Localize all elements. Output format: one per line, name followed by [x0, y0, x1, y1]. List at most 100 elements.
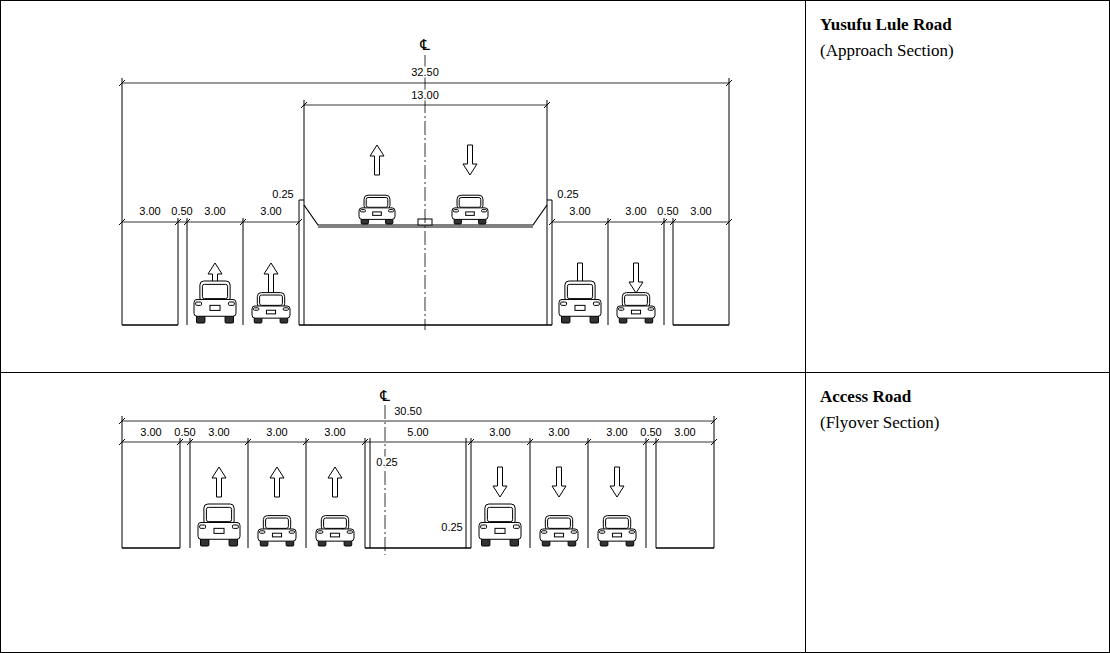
direction-arrow: [493, 467, 507, 497]
dimension-tick: [711, 439, 717, 445]
dimension-tick: [726, 80, 732, 86]
section-line: [304, 100, 305, 325]
section-line: [365, 438, 366, 548]
direction-arrow: [552, 467, 566, 497]
dimension-tick: [303, 439, 309, 445]
car-body: [617, 306, 655, 318]
car-window: [206, 507, 231, 521]
centerline: [385, 405, 386, 555]
dimension-label: 0.25: [271, 189, 294, 200]
car-lamp: [254, 308, 259, 310]
dimension-tick: [119, 439, 125, 445]
car-body: [258, 529, 296, 541]
dimension-label: 3.00: [139, 427, 162, 438]
dimension-tick: [240, 219, 246, 225]
car-lamp: [200, 525, 206, 528]
car-roof: [200, 281, 230, 302]
dimension-tick: [119, 418, 125, 424]
car-lamp: [389, 210, 394, 212]
wall-top: [547, 200, 552, 201]
direction-arrow: [463, 145, 477, 175]
car-window: [548, 518, 571, 528]
car-window: [625, 295, 648, 305]
car-lamp: [648, 308, 653, 310]
dimension-tick: [119, 80, 125, 86]
car-body: [540, 529, 578, 541]
car-lamp: [196, 302, 202, 305]
car-plate: [612, 533, 621, 537]
section-line: [299, 200, 300, 325]
dimension-tick: [301, 102, 307, 108]
dimension-tick: [184, 219, 190, 225]
car-icon: [598, 516, 636, 546]
dimension-tick: [468, 439, 474, 445]
car-body: [452, 208, 488, 220]
dimension-tick: [585, 439, 591, 445]
section-type: (Flyover Section): [820, 414, 939, 431]
car-icon: [559, 281, 601, 323]
section-line: [178, 218, 179, 325]
dimension-line: [122, 222, 299, 223]
car-window: [366, 198, 388, 208]
car-plate: [373, 212, 382, 215]
dimension-tick: [661, 219, 667, 225]
car-plate: [495, 528, 505, 533]
car-lamp: [619, 308, 624, 310]
car-lamp: [482, 210, 487, 212]
dimension-label: 3.00: [265, 427, 288, 438]
direction-arrow: [370, 145, 384, 175]
section-line: [306, 438, 307, 548]
table-row-line: [0, 372, 1110, 373]
table-column-line: [805, 0, 806, 653]
dimension-tick: [175, 219, 181, 225]
ground-line: [547, 324, 552, 326]
section-line: [646, 438, 647, 548]
car-icon: [198, 504, 240, 546]
section-line: [122, 416, 123, 548]
dimension-tick: [711, 418, 717, 424]
dimension-tick: [362, 439, 368, 445]
deck-slab: [318, 227, 533, 228]
section-line: [122, 78, 123, 325]
dimension-line: [304, 105, 547, 106]
section-line: [729, 78, 730, 325]
section-line: [471, 438, 472, 548]
direction-arrow: [270, 467, 284, 497]
section-type: (Approach Section): [820, 42, 954, 59]
flyover-deck: [304, 205, 547, 225]
dimension-label: 3.00: [689, 206, 712, 217]
section-line: [552, 200, 553, 325]
dimension-label: 3.00: [207, 427, 230, 438]
dimension-tick: [527, 439, 533, 445]
section-line: [243, 218, 244, 325]
car-roof: [485, 504, 515, 525]
dimension-label: 3.00: [488, 427, 511, 438]
direction-arrow: [629, 263, 643, 293]
car-roof: [565, 281, 595, 302]
car-body: [598, 529, 636, 541]
ground-line: [122, 547, 180, 549]
dimension-label: 0.25: [375, 457, 398, 468]
dimension-line: [122, 421, 714, 422]
car-icon: [359, 195, 395, 224]
ground-line: [122, 324, 178, 326]
car-plate: [575, 305, 585, 310]
car-body: [198, 522, 240, 539]
dimension-label: 3.00: [203, 206, 226, 217]
car-plate: [466, 212, 475, 215]
dimension-label: 3.00: [568, 206, 591, 217]
dimension-line: [122, 83, 729, 84]
section-line: [530, 438, 531, 548]
direction-arrow: [328, 467, 342, 497]
dimension-label: 32.50: [410, 67, 440, 78]
dimension-label: 5.00: [406, 427, 429, 438]
car-lamp: [289, 531, 294, 533]
car-lamp: [571, 531, 576, 533]
car-window: [487, 507, 512, 521]
direction-arrow: [610, 467, 624, 497]
car-lamp: [542, 531, 547, 533]
